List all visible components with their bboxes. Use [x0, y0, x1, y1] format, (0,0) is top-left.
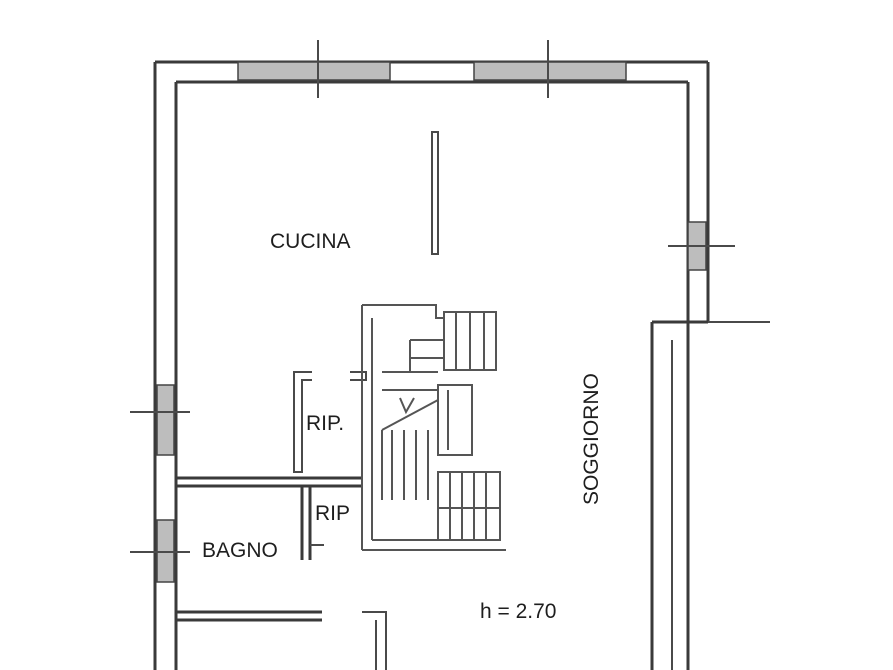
outer-walls: [153, 60, 770, 670]
staircase: [361, 304, 506, 551]
left-windows: [130, 384, 190, 583]
label-soggiorno: SOGGIORNO: [580, 373, 603, 505]
label-rip-upper: RIP.: [306, 412, 344, 435]
top-windows: [237, 40, 627, 98]
interior-walls: [176, 371, 387, 670]
right-window: [668, 221, 735, 271]
label-bagno: BAGNO: [202, 539, 278, 562]
kitchen-partition: [431, 131, 439, 255]
height-note: h = 2.70: [480, 600, 556, 623]
label-cucina: CUCINA: [270, 230, 351, 253]
label-rip-lower: RIP: [315, 502, 350, 525]
